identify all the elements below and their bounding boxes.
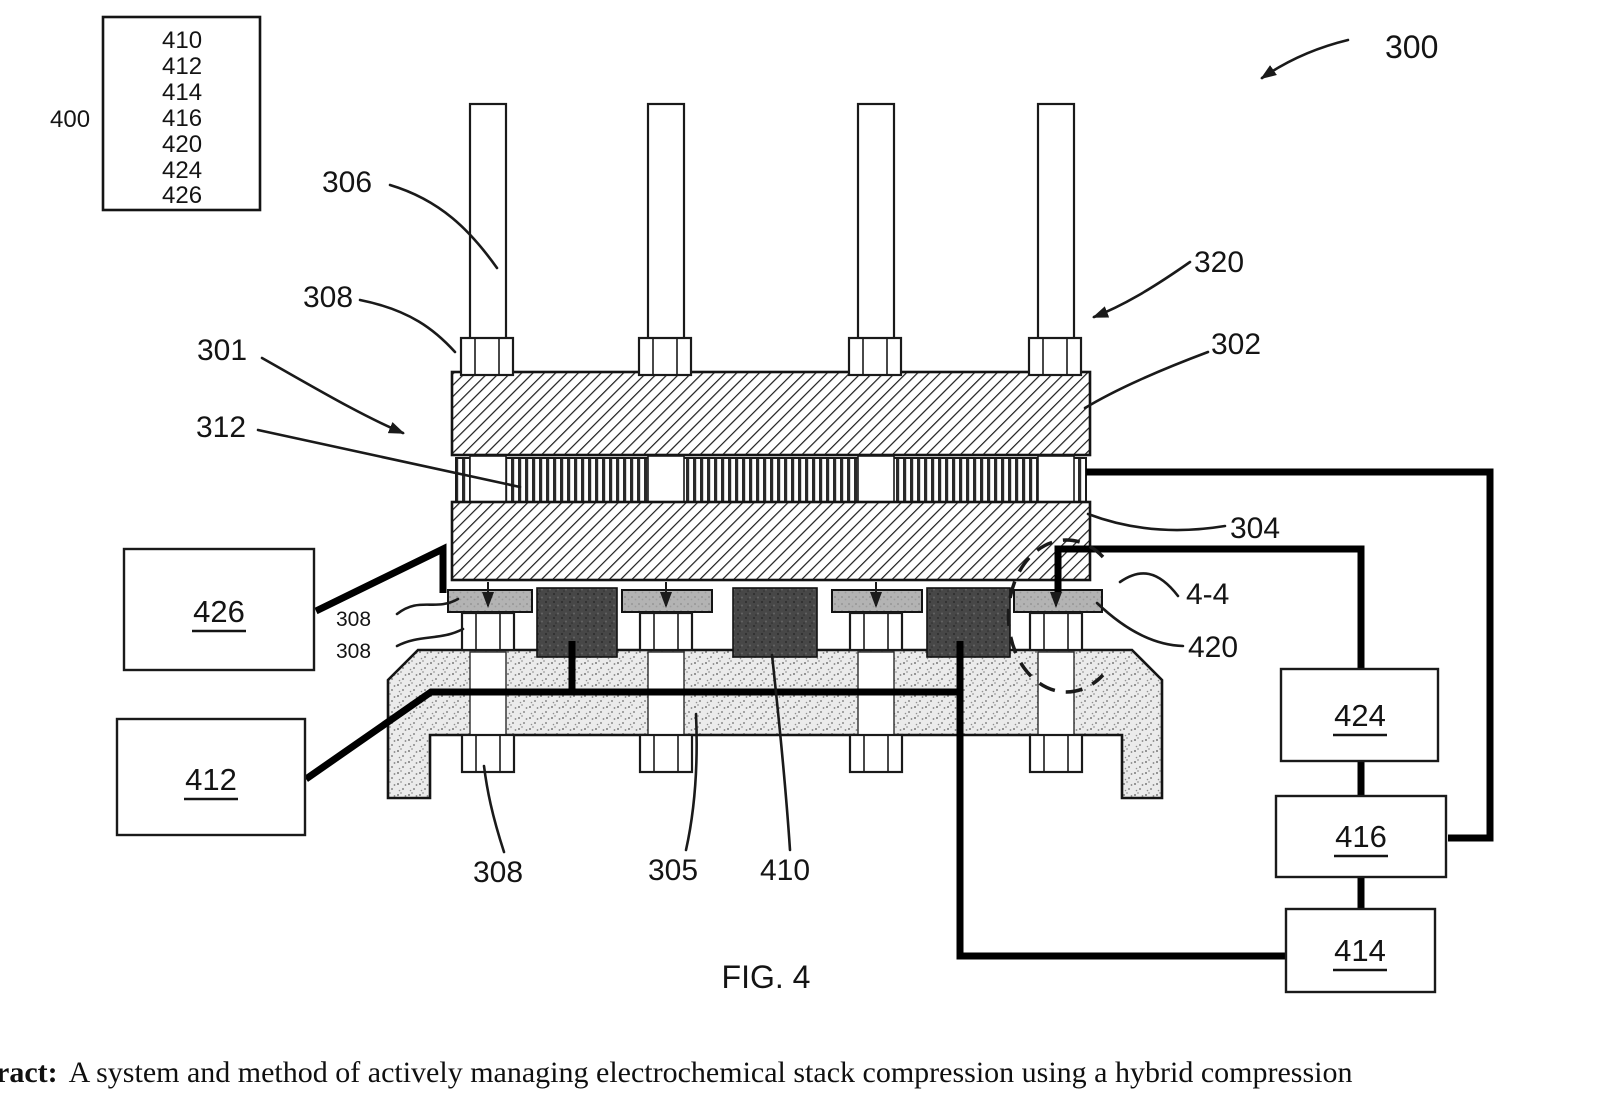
wire-414: [956, 641, 1286, 960]
label-306: 306: [322, 166, 372, 199]
box-426-label: 426: [193, 594, 245, 629]
box-416: 416: [1274, 794, 1448, 879]
bolt-shaft: [468, 102, 508, 344]
leader-304: [1086, 512, 1227, 532]
box-416-label: 416: [1335, 819, 1387, 854]
box-414: 414: [1284, 907, 1437, 994]
bolt-shaft-gap: [857, 455, 895, 505]
ref-300-arrow: [1260, 38, 1350, 80]
compression-block-410: [536, 587, 618, 658]
leader-4-4: [1118, 572, 1180, 598]
leader-320: [1092, 260, 1192, 319]
wire-424: [1054, 545, 1365, 670]
leader-420: [1095, 601, 1185, 648]
leader-301: [260, 356, 405, 435]
label-308-a: 308: [336, 608, 371, 631]
label-410: 410: [760, 854, 810, 887]
legend-item: 424: [162, 157, 202, 184]
leader-306: [388, 183, 499, 270]
ref-300-label: 300: [1385, 29, 1438, 65]
top-plate-302: [450, 370, 1092, 457]
leader-308-b: [395, 627, 465, 648]
leader-308-top: [358, 298, 457, 354]
legend-group: 410 412 414 416 420 424 426 400: [50, 15, 262, 212]
legend-item: 412: [162, 53, 202, 80]
abstract-text: ract: A system and method of actively man…: [0, 1056, 1352, 1089]
label-308-b: 308: [336, 640, 371, 663]
bolt-shaft-gap: [647, 455, 685, 505]
label-4-4: 4-4: [1186, 578, 1229, 611]
label-420: 420: [1188, 631, 1238, 664]
leader-302: [1083, 350, 1210, 410]
hex-nut-top: [1027, 336, 1083, 377]
label-308-bottom: 308: [473, 856, 523, 889]
legend-box: [101, 15, 262, 212]
label-301: 301: [197, 334, 247, 367]
hex-nut-bottom: [638, 733, 694, 774]
hex-nut-mid: [1028, 611, 1084, 652]
cell-stack-312: [455, 457, 1087, 503]
abstract-body: A system and method of actively managing…: [69, 1056, 1353, 1089]
ref-400-label: 400: [50, 106, 90, 133]
legend-item: 414: [162, 79, 202, 106]
wire-412: [304, 688, 960, 782]
box-424-label: 424: [1334, 698, 1386, 733]
box-424: 424: [1279, 667, 1440, 763]
hex-nut-bottom: [848, 733, 904, 774]
load-washer-420: [1013, 589, 1103, 613]
bolt-shaft: [646, 102, 686, 344]
label-302: 302: [1211, 328, 1261, 361]
leader-305: [684, 712, 698, 852]
abstract-lead: ract:: [0, 1056, 58, 1089]
legend-item: 416: [162, 105, 202, 132]
label-308-top: 308: [303, 281, 353, 314]
box-412-label: 412: [185, 762, 237, 797]
hex-nut-mid: [460, 611, 516, 652]
legend-item: 426: [162, 182, 202, 209]
fig-caption: FIG. 4: [722, 959, 811, 995]
hex-nut-bottom: [460, 733, 516, 774]
box-414-label: 414: [1334, 933, 1386, 968]
bolt-shaft: [856, 102, 896, 344]
leader-308-a: [395, 597, 460, 616]
bottom-plate-304: [450, 500, 1092, 582]
hex-nut-mid: [638, 611, 694, 652]
compression-block-410: [732, 587, 818, 658]
hex-nut-bottom: [1028, 733, 1084, 774]
leader-410: [770, 653, 792, 852]
section-circle-4-4: [1006, 538, 1105, 694]
box-412: 412: [115, 717, 307, 837]
label-304: 304: [1230, 512, 1280, 545]
legend-item: 410: [162, 27, 202, 54]
base-bracket-305: [386, 648, 1164, 800]
hex-nut-mid: [848, 611, 904, 652]
tie-rods: [468, 102, 1076, 344]
label-320: 320: [1194, 246, 1244, 279]
hex-nut-top: [847, 336, 903, 377]
leader-312: [256, 428, 522, 489]
leader-308-bottom: [482, 764, 506, 854]
compression-block-410: [926, 587, 1011, 658]
label-305: 305: [648, 854, 698, 887]
hex-nut-top: [459, 336, 515, 377]
hex-nut-top: [637, 336, 693, 377]
label-312: 312: [196, 411, 246, 444]
box-426: 426: [122, 547, 316, 672]
wire-426: [314, 543, 447, 615]
legend-item: 420: [162, 131, 202, 158]
bolt-shaft: [1036, 102, 1076, 344]
bolt-shaft-base: [1037, 651, 1075, 737]
load-washer-420: [447, 589, 533, 613]
bolt-shaft-gap: [1037, 455, 1075, 505]
wire-416: [1086, 468, 1494, 842]
